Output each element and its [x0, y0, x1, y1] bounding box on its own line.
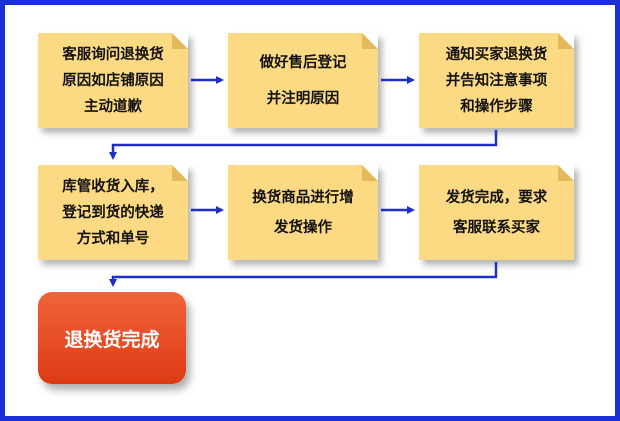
final-step-box: 退换货完成: [38, 292, 186, 384]
step-4-fold-shadow: [172, 165, 188, 181]
step-1-fold-shadow: [172, 33, 188, 49]
step-1-text: 客服询问退换货 原因如店铺原因 主动道歉: [62, 46, 164, 115]
step-5-text: 换货商品进行增 发货操作: [252, 189, 354, 236]
step-6-box: 发货完成，要求 客服联系买家: [419, 165, 574, 260]
final-step-text: 退换货完成: [64, 328, 160, 351]
step-4-box: 库管收货入库， 登记到货的快递 方式和单号: [38, 165, 188, 260]
step-3-text: 通知买家退换货 并告知注意事项 和操作步骤: [445, 46, 548, 115]
step-3-fold-shadow: [558, 33, 574, 49]
step-3-box: 通知买家退换货 并告知注意事项 和操作步骤: [419, 33, 574, 128]
step-2-fold-shadow: [362, 33, 378, 49]
step-2-box: 做好售后登记 并注明原因: [228, 33, 378, 128]
step-6-text: 发货完成，要求 客服联系买家: [445, 189, 548, 236]
step-1-box: 客服询问退换货 原因如店铺原因 主动道歉: [38, 33, 188, 128]
step-6-fold-shadow: [558, 165, 574, 181]
arrow-step6-to-final: [109, 262, 498, 287]
step-5-box: 换货商品进行增 发货操作: [228, 165, 378, 260]
step-2-text: 做好售后登记 并注明原因: [259, 54, 347, 107]
arrow-step3-to-step4: [109, 130, 498, 160]
step-4-text: 库管收货入库， 登记到货的快递 方式和单号: [62, 178, 164, 247]
step-5-fold-shadow: [362, 165, 378, 181]
